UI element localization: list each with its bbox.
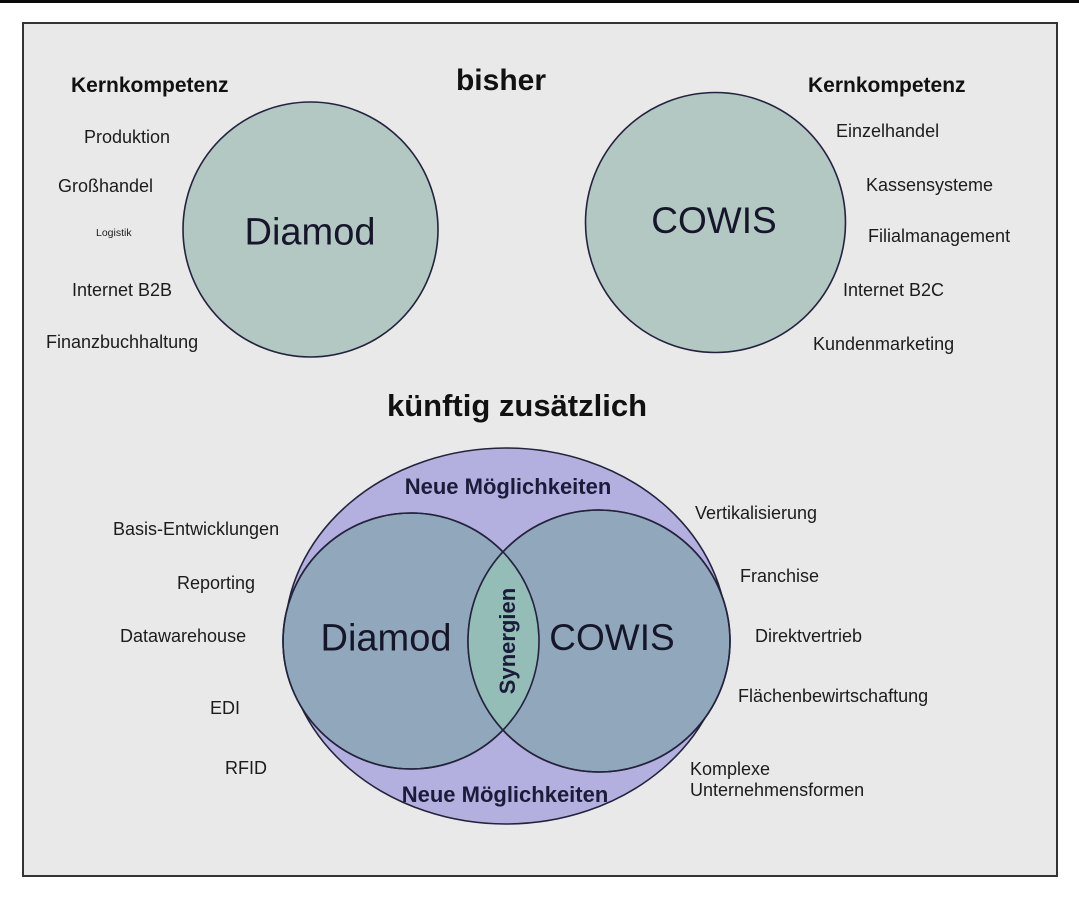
right-kernkompetenz-heading: Kernkompetenz: [808, 74, 966, 97]
top-diamod-label: Diamod: [244, 211, 376, 254]
top-cowis-circle: [584, 91, 847, 354]
left-item-produktion: Produktion: [84, 127, 171, 147]
bottom-left-item-basis-entwicklungen: Basis-Entwicklungen: [113, 519, 280, 539]
bottom-cowis-outline: [467, 509, 731, 773]
bottom-section-title: künftig zusätzlich: [386, 388, 648, 423]
right-item-kassensysteme: Kassensysteme: [866, 175, 994, 195]
bottom-cowis-label: COWIS: [549, 617, 675, 658]
top-border-line: [0, 0, 1079, 3]
left-item-logistik: Logistik: [96, 227, 132, 239]
new-possibilities-top-label: Neue Möglichkeiten: [404, 474, 612, 499]
bottom-diamod-label: Diamod: [320, 617, 452, 660]
bottom-right-item-flaechenbewirtschaftung: Flächenbewirtschaftung: [738, 686, 929, 706]
bottom-left-item-edi: EDI: [210, 698, 241, 718]
left-kernkompetenz-heading: Kernkompetenz: [71, 74, 229, 97]
left-item-internet-b2b: Internet B2B: [72, 280, 173, 300]
new-possibilities-bottom-label: Neue Möglichkeiten: [401, 782, 609, 807]
bottom-left-item-reporting: Reporting: [177, 573, 256, 593]
right-item-kundenmarketing: Kundenmarketing: [813, 334, 955, 354]
right-item-einzelhandel: Einzelhandel: [836, 121, 940, 141]
right-item-internet-b2c: Internet B2C: [843, 280, 945, 300]
top-section-title: bisher: [455, 64, 547, 97]
synergies-label: Synergien: [495, 587, 520, 695]
bottom-right-item-direktvertrieb: Direktvertrieb: [755, 626, 863, 646]
bottom-right-item-franchise: Franchise: [740, 566, 820, 586]
bottom-left-item-datawarehouse: Datawarehouse: [120, 626, 247, 646]
top-cowis-label: COWIS: [651, 200, 777, 241]
bottom-left-item-rfid: RFID: [225, 758, 267, 778]
bottom-right-item-komplexe-unternehmensformen: Komplexe Unternehmensformen: [690, 759, 865, 801]
top-diamod-circle: [182, 101, 439, 358]
left-item-finanzbuchhaltung: Finanzbuchhaltung: [46, 332, 199, 352]
bottom-right-item-vertikalisierung: Vertikalisierung: [695, 503, 818, 523]
bottom-diamod-outline: [282, 512, 540, 770]
right-item-filialmanagement: Filialmanagement: [868, 226, 1011, 246]
left-item-grosshandel: Großhandel: [58, 176, 154, 196]
